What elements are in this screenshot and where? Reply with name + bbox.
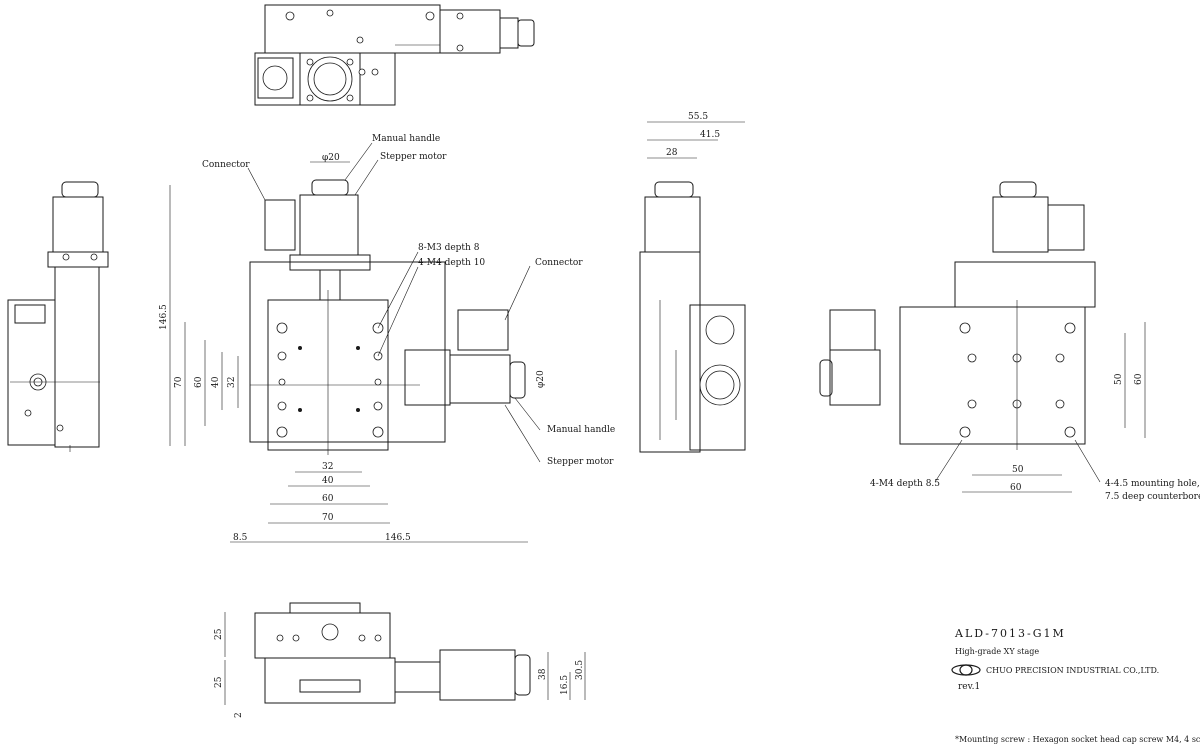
callout-connector-right: Connector [535, 258, 583, 268]
dim-60-horizontal-right: 60 [1010, 483, 1022, 493]
rear-view [819, 181, 1146, 493]
left-side-view [7, 181, 109, 452]
company-name: CHUO PRECISION INDUSTRIAL CO.,LTD. [986, 666, 1159, 675]
callout-m4-depth: 4-M4 depth 8.5 [870, 479, 940, 489]
dim-60-vertical: 60 [194, 376, 204, 388]
model-number: ALD-7013-G1M [954, 627, 1066, 640]
dim-55-5: 55.5 [688, 112, 708, 122]
dim-50-horizontal: 50 [1012, 465, 1024, 475]
callout-holes-m4: 4-M4 depth 10 [418, 258, 485, 268]
callout-mounting-hole-line1: 4-4.5 mounting hole, [1105, 479, 1200, 489]
callout-manual-handle-right: Manual handle [547, 425, 615, 435]
bottom-front-view [224, 602, 586, 705]
dim-30-5: 30.5 [575, 660, 585, 680]
dim-70-vertical: 70 [174, 376, 184, 388]
callout-stepper-motor-top: Stepper motor [380, 152, 447, 162]
dim-32-horizontal: 32 [322, 462, 333, 472]
dim-50-vertical: 50 [1114, 373, 1124, 385]
callout-stepper-motor-right: Stepper motor [547, 457, 614, 467]
dim-16-5: 16.5 [560, 675, 570, 695]
callout-connector-left: Connector [202, 160, 250, 170]
dim-38: 38 [538, 668, 548, 680]
dim-32-vertical: 32 [227, 377, 237, 388]
dim-146-5-vertical: 146.5 [159, 304, 169, 330]
dim-40-vertical: 40 [211, 376, 221, 388]
right-side-view [639, 121, 746, 453]
dim-60-vertical-right: 60 [1134, 373, 1144, 385]
callout-holes-m3: 8-M3 depth 8 [418, 243, 480, 253]
dim-41-5: 41.5 [700, 130, 720, 140]
main-plan-view [169, 142, 541, 543]
callout-manual-handle-top: Manual handle [372, 134, 440, 144]
dim-28: 28 [666, 148, 678, 158]
dim-2: 2 [234, 712, 244, 718]
callout-phi20-top: φ20 [322, 153, 340, 163]
dim-25-lower: 25 [214, 676, 224, 688]
revision: rev.1 [958, 682, 980, 692]
dim-40-horizontal: 40 [322, 476, 334, 486]
callout-mounting-hole-line2: 7.5 deep counterbore [1105, 492, 1200, 502]
mounting-note: *Mounting screw : Hexagon socket head ca… [955, 735, 1200, 744]
dim-25-upper: 25 [214, 628, 224, 640]
dim-146-5-horizontal: 146.5 [385, 533, 411, 543]
dim-60-horizontal: 60 [322, 494, 334, 504]
top-view [254, 4, 535, 106]
dim-70-horizontal: 70 [322, 513, 334, 523]
company-logo [951, 664, 981, 676]
product-description: High-grade XY stage [955, 647, 1039, 656]
dim-phi20-right: φ20 [536, 370, 546, 388]
dim-8-5: 8.5 [233, 533, 248, 543]
